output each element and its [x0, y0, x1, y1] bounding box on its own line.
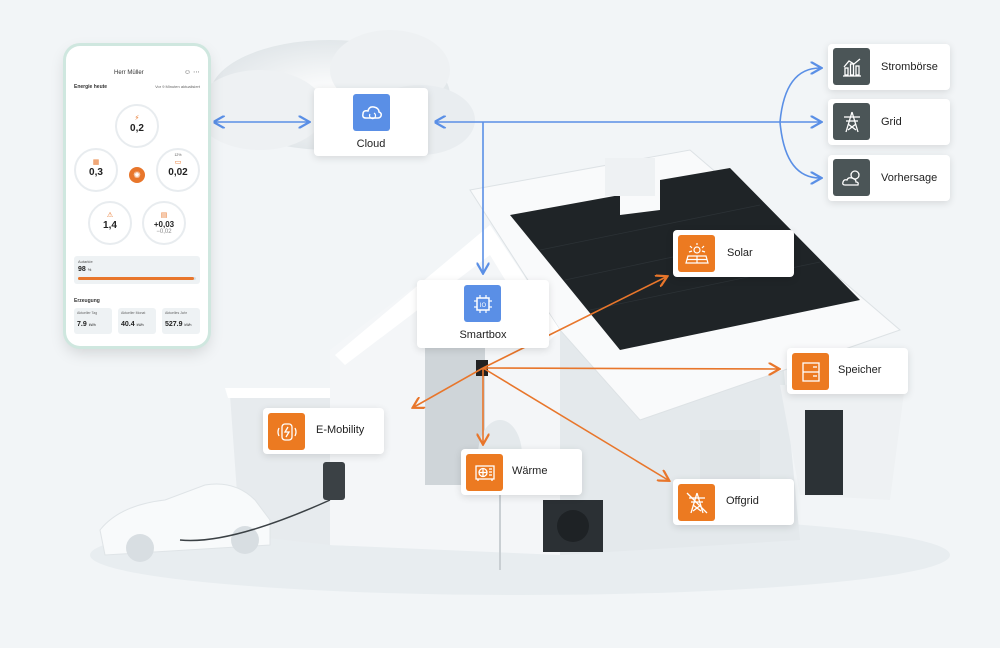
stat-year-label: Aktuelles Jahr [165, 311, 187, 315]
stat-month[interactable]: Aktueller Monat 40.4 kWh [118, 308, 156, 334]
emobility-label: E-Mobility [316, 424, 365, 436]
autarkie-card[interactable]: Autarkie 98 % [74, 256, 200, 284]
autarkie-bar-fill [78, 277, 194, 280]
heat-pump-icon [466, 454, 503, 491]
grid-node[interactable]: Grid [828, 99, 950, 145]
smartbox-connections [414, 277, 778, 480]
solar-circle[interactable]: ▦ 0,3 [74, 148, 118, 192]
storage-sub-value: −0,02 [156, 229, 172, 235]
chat-icon[interactable]: ☺ ⋯ [183, 69, 200, 76]
autarkie-label: Autarkie [78, 259, 93, 264]
stat-day-label: Aktueller Tag [77, 311, 98, 315]
offgrid-label: Offgrid [726, 495, 759, 507]
bar-chart-icon [833, 48, 870, 85]
grid-icon: ⚡ [134, 115, 140, 122]
emobility-node[interactable]: E-Mobility [263, 408, 384, 454]
waerme-node[interactable]: Wärme [461, 449, 582, 495]
offgrid-node[interactable]: Offgrid [673, 479, 794, 525]
speicher-label: Speicher [838, 364, 882, 376]
waerme-label: Wärme [512, 465, 548, 477]
solar-label: Solar [727, 247, 753, 259]
smartbox-node[interactable]: IO Smartbox [417, 280, 549, 348]
smartbox-label: Smartbox [459, 329, 507, 341]
battery-circle[interactable]: 12% ▭ 0,02 [156, 148, 200, 192]
vorhersage-label: Vorhersage [881, 172, 938, 184]
svg-text:IO: IO [479, 302, 486, 309]
speicher-node[interactable]: Speicher [787, 348, 908, 394]
solar-panel-icon [678, 235, 715, 272]
storage-icon: ▤ [160, 212, 168, 219]
solar-panel-icon: ▦ [92, 159, 100, 166]
solar-value: 0,3 [89, 167, 103, 178]
vorhersage-node[interactable]: Vorhersage [828, 155, 950, 201]
storage-circle[interactable]: ▤ +0,03 −0,02 [142, 201, 186, 245]
weather-icon [833, 159, 870, 196]
sun-icon: ✺ [129, 167, 145, 183]
autarkie-bar [78, 277, 196, 280]
battery-value: 0,02 [168, 167, 188, 178]
grid-label: Grid [881, 116, 902, 128]
energy-today-label: Energie heute [74, 84, 108, 90]
power-pylon-icon [833, 103, 870, 140]
ev-charger-icon [268, 413, 305, 450]
phone-header: Herr Müller ☺ ⋯ [66, 66, 208, 78]
stat-year-value: 527.9 kWh [165, 321, 192, 328]
stromboerse-label: Strombörse [881, 61, 938, 73]
stat-day-value: 7.9 kWh [77, 321, 96, 328]
storage-value: +0,03 [153, 220, 175, 229]
offgrid-pylon-icon [678, 484, 715, 521]
consumption-value: 1,4 [103, 220, 117, 231]
update-time: Vor 9 Minuten aktualisiert [155, 84, 200, 89]
stat-month-label: Aktueller Monat [121, 311, 146, 315]
stat-day[interactable]: Aktueller Tag 7.9 kWh [74, 308, 112, 334]
stat-year[interactable]: Aktuelles Jahr 527.9 kWh [162, 308, 200, 334]
cloud-node[interactable]: Cloud [314, 88, 428, 156]
user-name[interactable]: Herr Müller [114, 70, 144, 76]
pylon-icon: ⚠ [106, 212, 114, 219]
cloud-sync-icon [353, 94, 390, 131]
consumption-circle[interactable]: ⚠ 1,4 [88, 201, 132, 245]
battery-storage-icon [792, 353, 829, 390]
chip-icon: IO [464, 285, 501, 322]
phone-app-mockup: Herr Müller ☺ ⋯ Energie heute Vor 9 Minu… [66, 46, 208, 346]
stromboerse-node[interactable]: Strombörse [828, 44, 950, 90]
autarkie-value: 98 % [78, 266, 92, 273]
battery-icon: ▭ [174, 159, 182, 166]
solar-node[interactable]: Solar [673, 230, 794, 277]
battery-percent: 12% [174, 153, 182, 157]
erzeugung-label: Erzeugung [74, 298, 100, 304]
grid-value: 0,2 [130, 123, 144, 134]
cloud-connections [215, 68, 820, 272]
stat-month-value: 40.4 kWh [121, 321, 144, 328]
grid-circle[interactable]: ⚡ 0,2 [115, 104, 159, 148]
cloud-label: Cloud [356, 138, 386, 150]
